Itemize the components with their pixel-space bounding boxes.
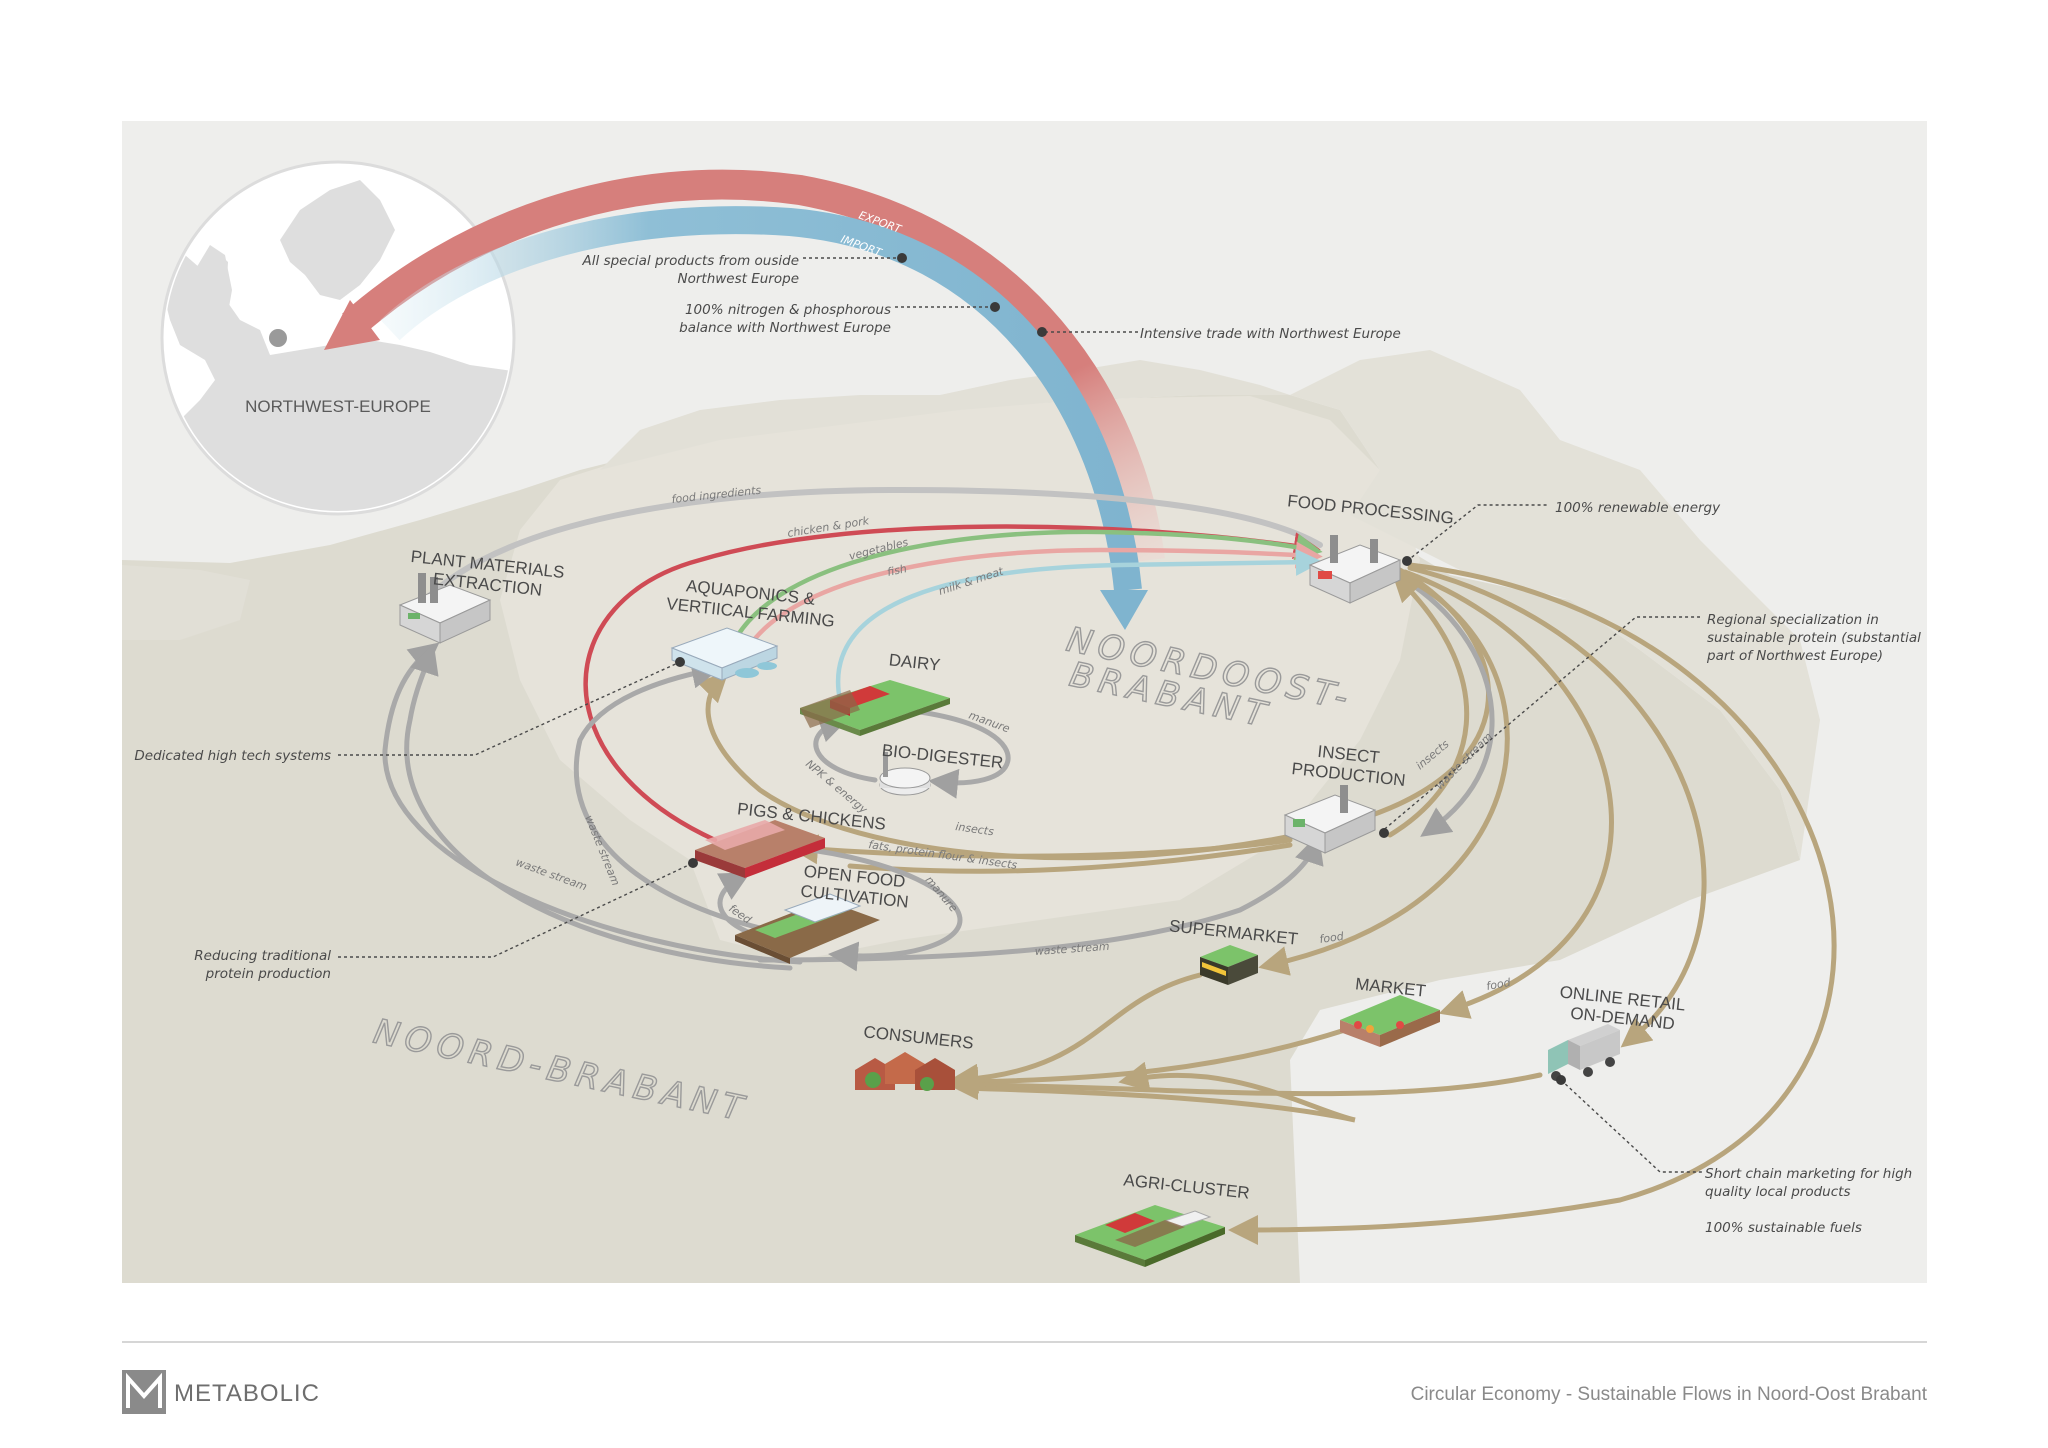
note-short-chain-1: Short chain marketing for high — [1705, 1166, 1912, 1182]
flow-food-agri — [1228, 562, 1837, 1245]
annotation-leaders — [338, 257, 1702, 1173]
note-sustainable-fuels: 100% sustainable fuels — [1705, 1220, 1862, 1236]
flow-insects-right — [1387, 571, 1470, 838]
land-germany-edge — [1290, 350, 1820, 860]
flow-waste-outer — [382, 642, 803, 965]
factory-icon — [398, 573, 492, 644]
flow-manure-pigs — [792, 845, 963, 972]
barn-icon — [800, 680, 950, 736]
flow-consumers-back — [957, 1061, 1356, 1123]
note-reducing-1: Reducing traditional — [194, 948, 331, 964]
flow-waste-right — [1402, 577, 1495, 837]
note-renewable-energy: 100% renewable energy — [1555, 500, 1721, 516]
factory-icon — [1308, 535, 1402, 604]
greenhouse-icon — [670, 627, 779, 681]
annotation-dots — [675, 253, 1566, 1085]
flow-food-online — [1407, 565, 1707, 1048]
land-north — [600, 360, 1290, 470]
export-arc — [342, 169, 1165, 562]
note-special-2: Northwest Europe — [678, 271, 800, 287]
note-short-chain-2: quality local products — [1705, 1184, 1850, 1200]
import-arrowhead — [1100, 590, 1148, 630]
flow-label-insects-mid: insects — [955, 820, 995, 838]
flow-food-ingredients — [417, 486, 1323, 608]
flow-label-food-market: food — [1485, 976, 1512, 993]
region-label-northwest-europe: NORTHWEST-EUROPE — [245, 397, 431, 416]
metabolic-logo — [122, 1370, 166, 1414]
footer-brand: METABOLIC — [174, 1380, 320, 1407]
flow-milk-meat — [835, 548, 1323, 703]
barn-icon — [695, 820, 825, 878]
bio-digester-icon — [879, 752, 931, 796]
note-nitrogen-1: 100% nitrogen & phosphorous — [685, 302, 891, 318]
greenhouse-icon — [735, 893, 880, 964]
flow-food-supermarket — [1258, 572, 1510, 976]
flow-super-consumers — [948, 972, 1203, 1094]
flow-arrows — [382, 486, 1837, 1245]
uk-landmass — [195, 245, 232, 338]
flow-label-food-supermarket: food — [1319, 930, 1346, 946]
houses-icon — [855, 1052, 955, 1091]
flow-vegetables — [732, 529, 1323, 643]
market-stall-icon — [1340, 995, 1440, 1047]
note-nitrogen-2: balance with Northwest Europe — [679, 320, 891, 336]
flow-label-fish: fish — [886, 562, 908, 579]
flow-market-consumers — [948, 1027, 1348, 1097]
farm-cluster-icon — [1075, 1205, 1225, 1267]
footer-title: Circular Economy - Sustainable Flows in … — [1411, 1384, 1928, 1405]
land-southwest — [122, 565, 250, 640]
flow-fish — [747, 541, 1323, 648]
import-arc — [380, 206, 1142, 592]
note-special-1: All special products from ouside — [582, 253, 799, 269]
flow-label-waste-stream-bottom: waste stream — [1034, 940, 1110, 958]
flow-waste-inner — [573, 658, 793, 938]
note-regional-3: part of Northwest Europe) — [1706, 648, 1883, 664]
shop-icon — [1200, 945, 1258, 985]
flow-npk — [813, 713, 878, 783]
annotation-notes: All special products from ouside Northwe… — [134, 253, 1921, 1236]
flow-waste-left — [404, 643, 793, 971]
export-arrowhead — [324, 300, 380, 350]
note-regional-2: sustainable protein (substantial — [1707, 630, 1921, 646]
factory-icon — [1283, 785, 1377, 854]
flow-manure-dairy — [902, 707, 1011, 799]
flow-food-market — [1402, 569, 1614, 1019]
note-high-tech: Dedicated high tech systems — [134, 748, 331, 764]
flow-chicken-pork — [583, 524, 1321, 843]
flow-waste-bottom — [757, 833, 1324, 963]
flow-fats-protein — [788, 834, 1293, 865]
note-regional-1: Regional specialization in — [1707, 612, 1879, 628]
flow-online-consumers — [948, 1070, 1543, 1101]
scandinavia-landmass — [280, 180, 395, 300]
note-reducing-2: protein production — [205, 966, 331, 982]
europe-landmass — [165, 250, 511, 511]
note-intensive-trade: Intensive trade with Northwest Europe — [1140, 326, 1401, 342]
